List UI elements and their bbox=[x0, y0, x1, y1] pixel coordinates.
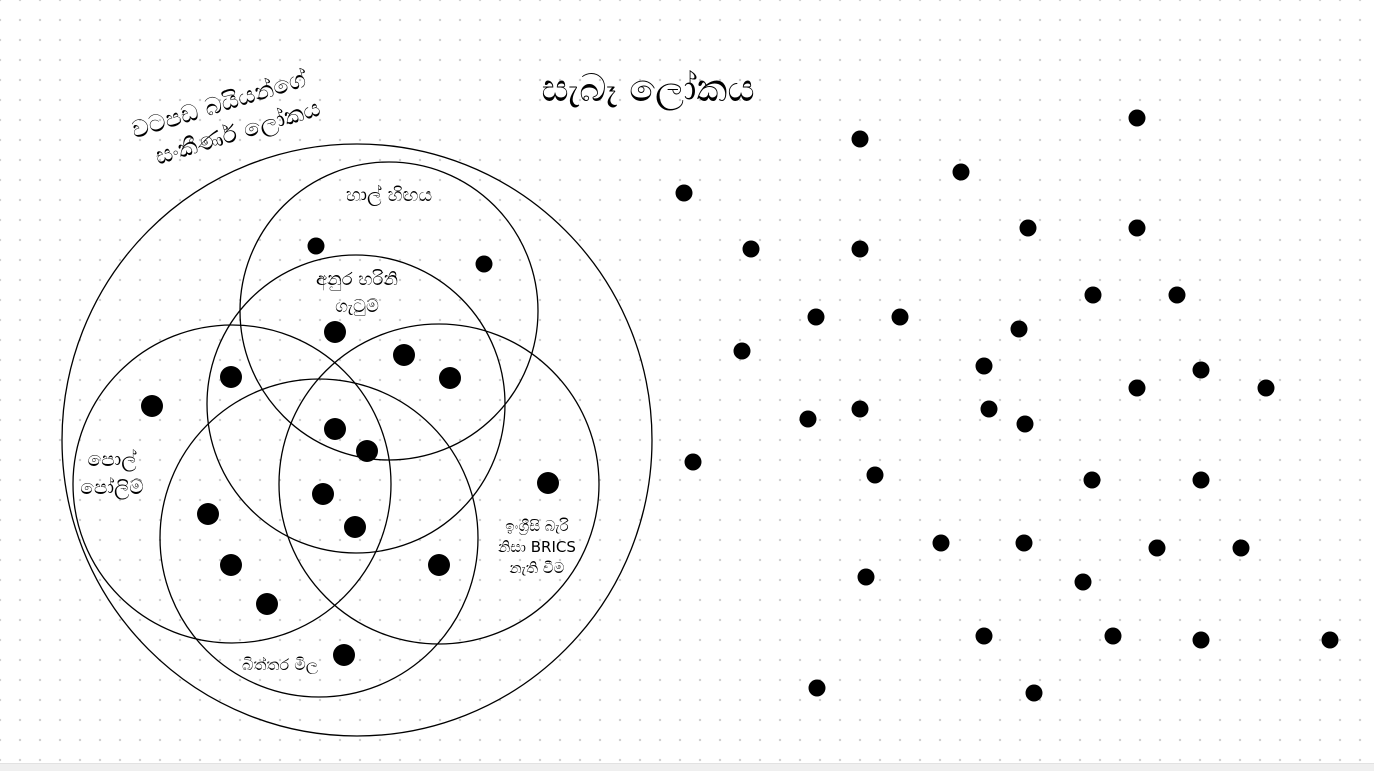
world-dot bbox=[1232, 539, 1250, 557]
set-label-hal: හාල් හිඟය bbox=[346, 184, 432, 206]
venn-dot bbox=[312, 483, 334, 505]
world-dot bbox=[851, 400, 869, 418]
world-dot bbox=[1128, 219, 1146, 237]
world-dot bbox=[1192, 631, 1210, 649]
venn-dot bbox=[256, 593, 278, 615]
world-dot bbox=[851, 130, 869, 148]
venn-dot bbox=[537, 472, 559, 494]
venn-dot bbox=[344, 516, 366, 538]
world-dot bbox=[1016, 415, 1034, 433]
world-dot bbox=[975, 627, 993, 645]
set-label-pol-line-2: පෝලිම් bbox=[80, 475, 143, 500]
world-dot bbox=[975, 357, 993, 375]
venn-dot bbox=[197, 503, 219, 525]
venn-dot bbox=[393, 344, 415, 366]
world-dot bbox=[980, 400, 998, 418]
venn-dot bbox=[324, 418, 346, 440]
world-dot bbox=[1084, 286, 1102, 304]
set-circle-bill bbox=[159, 378, 479, 698]
world-dot bbox=[866, 466, 884, 484]
set-label-pol-line-1: පොල් bbox=[88, 447, 137, 472]
world-dot bbox=[1321, 631, 1339, 649]
world-dot bbox=[1015, 534, 1033, 552]
bottom-scrollbar[interactable] bbox=[0, 763, 1374, 771]
venn-dot bbox=[333, 644, 355, 666]
world-dot bbox=[1019, 219, 1037, 237]
world-dot bbox=[1257, 379, 1275, 397]
world-dot bbox=[1010, 320, 1028, 338]
set-circle-pol bbox=[72, 324, 392, 644]
venn-dot bbox=[356, 440, 378, 462]
outer-set-label: වටපඩ බයියන්ගේ සංකීර්ණ ලෝකය bbox=[128, 64, 323, 170]
diagram-title: සැබෑ ලෝකය bbox=[541, 66, 754, 111]
world-dot bbox=[932, 534, 950, 552]
outer-world-circle bbox=[61, 143, 653, 737]
world-dot bbox=[684, 453, 702, 471]
world-dot bbox=[742, 240, 760, 258]
set-label-english-line-3: නැති වීම bbox=[510, 559, 565, 577]
world-dot bbox=[1192, 361, 1210, 379]
set-label-bill: බිත්තර මිල bbox=[242, 655, 318, 675]
world-dot bbox=[857, 568, 875, 586]
venn-dots bbox=[141, 237, 559, 666]
world-dot bbox=[1128, 109, 1146, 127]
set-circle-english bbox=[278, 323, 600, 645]
set-circle-hal bbox=[239, 161, 539, 461]
real-world-dots bbox=[675, 109, 1339, 702]
world-dot bbox=[952, 163, 970, 181]
venn-dot bbox=[475, 255, 493, 273]
world-dot bbox=[1104, 627, 1122, 645]
set-label-anura-line-1: අනුර හරිනි bbox=[316, 269, 398, 291]
venn-dot bbox=[141, 395, 163, 417]
world-dot bbox=[675, 184, 693, 202]
venn-dot bbox=[324, 321, 346, 343]
world-dot bbox=[1148, 539, 1166, 557]
set-label-english-line-2: නිසා BRICS bbox=[498, 538, 576, 556]
world-dot bbox=[1192, 471, 1210, 489]
world-dot bbox=[1074, 573, 1092, 591]
world-dot bbox=[1168, 286, 1186, 304]
world-dot bbox=[733, 342, 751, 360]
world-dot bbox=[891, 308, 909, 326]
world-dot bbox=[1083, 471, 1101, 489]
venn-dot bbox=[307, 237, 325, 255]
world-dot bbox=[807, 308, 825, 326]
venn-dot bbox=[220, 554, 242, 576]
venn-dot bbox=[428, 554, 450, 576]
world-dot bbox=[1025, 684, 1043, 702]
world-dot bbox=[851, 240, 869, 258]
set-label-english-line-1: ඉංග්‍රීසි බැරි bbox=[505, 517, 568, 536]
venn-dot bbox=[220, 366, 242, 388]
set-label-anura-line-2: ගැටුම් bbox=[335, 296, 379, 317]
venn-dot bbox=[439, 367, 461, 389]
world-dot bbox=[799, 410, 817, 428]
set-circle-anura bbox=[206, 254, 506, 554]
world-dot bbox=[1128, 379, 1146, 397]
world-dot bbox=[808, 679, 826, 697]
